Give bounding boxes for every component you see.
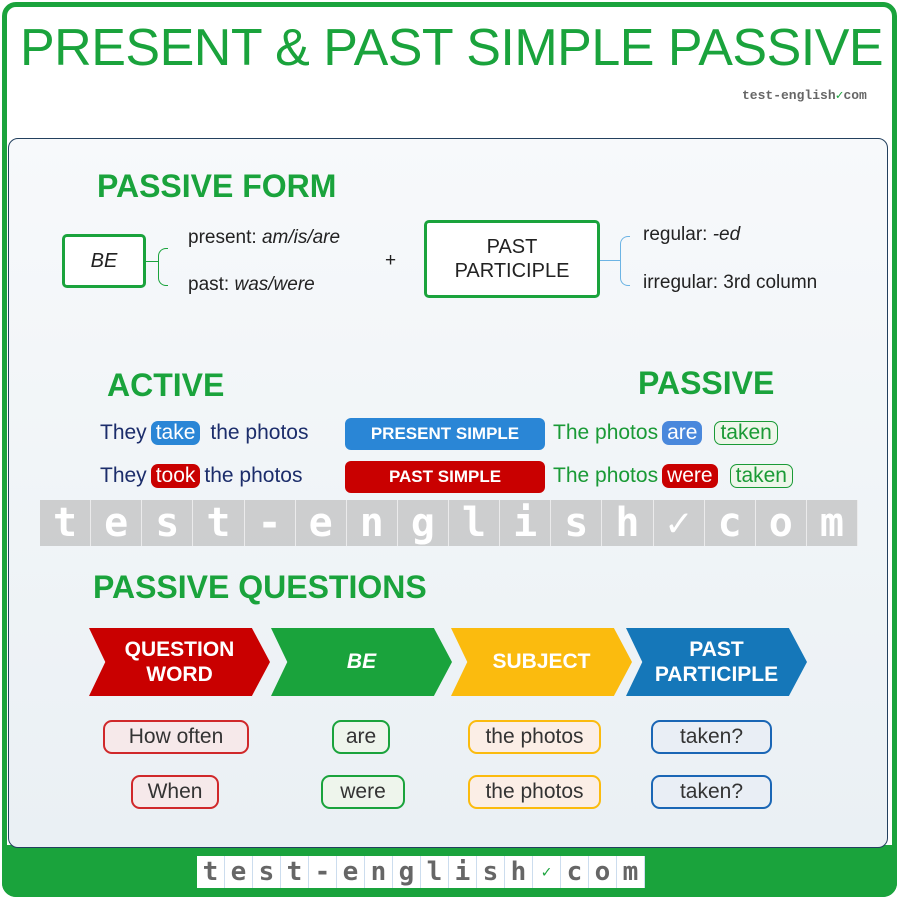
be-chip: are xyxy=(662,421,703,445)
logo-letter: n xyxy=(365,856,393,888)
participle-pill: taken? xyxy=(651,775,772,809)
passive-questions-heading: PASSIVE QUESTIONS xyxy=(93,569,427,605)
be-pill: were xyxy=(321,775,405,809)
present-forms: present: am/is/are xyxy=(188,227,341,248)
chevron-subject: SUBJECT xyxy=(451,628,632,696)
participle-pill: taken? xyxy=(651,720,772,754)
logo-letter: n xyxy=(347,500,398,546)
active-row-past: They took the photos xyxy=(100,464,302,488)
logo-letter: e xyxy=(296,500,347,546)
logo-letter: t xyxy=(40,500,92,546)
logo-letter: l xyxy=(421,856,449,888)
logo-letter: t xyxy=(197,856,225,888)
irregular-form: irregular: 3rd column xyxy=(643,272,818,293)
object: the photos xyxy=(210,421,309,444)
logo-letter: e xyxy=(337,856,365,888)
logo-letter: e xyxy=(225,856,253,888)
logo-letter: i xyxy=(449,856,477,888)
logo-letter: i xyxy=(500,500,552,546)
subject-pill: the photos xyxy=(468,720,601,754)
logo-letter: m xyxy=(807,500,858,546)
passive-form-heading: PASSIVE FORM xyxy=(97,168,337,204)
check-icon: ✓ xyxy=(533,856,561,888)
logo-letter: - xyxy=(309,856,337,888)
object: the photos xyxy=(204,464,303,487)
question-word-pill: How often xyxy=(103,720,249,754)
logo-letter: t xyxy=(281,856,309,888)
be-box: BE xyxy=(62,234,146,288)
question-word-pill: When xyxy=(131,775,219,809)
logo-letter: g xyxy=(393,856,421,888)
verb-chip: took xyxy=(150,464,201,488)
logo-letter: s xyxy=(477,856,505,888)
logo-letter: g xyxy=(398,500,449,546)
past-participle-box: PAST PARTICIPLE xyxy=(424,220,600,298)
brace xyxy=(158,248,168,286)
logo-letter: s xyxy=(253,856,281,888)
check-icon: ✓ xyxy=(654,500,705,546)
active-heading: ACTIVE xyxy=(107,367,225,403)
chevron-question-word: QUESTION WORD xyxy=(89,628,270,696)
past-simple-label: PAST SIMPLE xyxy=(345,461,545,493)
connector xyxy=(146,261,158,262)
subject-pill: the photos xyxy=(468,775,601,809)
past-forms: past: was/were xyxy=(188,274,315,295)
logo-letter: t xyxy=(193,500,245,546)
participle-chip: taken xyxy=(729,464,793,488)
logo-letter: l xyxy=(449,500,501,546)
brace xyxy=(620,236,630,286)
subject: They xyxy=(100,464,147,487)
brand-logo: test-english✓com xyxy=(742,88,867,104)
logo-letter: o xyxy=(756,500,807,546)
logo-letter: s xyxy=(551,500,603,546)
logo-letter: - xyxy=(245,500,296,546)
logo-letter: e xyxy=(91,500,143,546)
logo-letter: h xyxy=(505,856,533,888)
subject: The photos xyxy=(553,421,659,444)
active-row-present: They take the photos xyxy=(100,421,308,445)
plus-sign: + xyxy=(385,250,397,271)
brand-text: test-english xyxy=(742,88,836,103)
subject: They xyxy=(100,421,147,444)
check-icon: ✓ xyxy=(835,88,844,103)
passive-row-present: The photos are taken xyxy=(553,421,778,445)
connector xyxy=(600,260,620,261)
subject: The photos xyxy=(553,464,659,487)
present-simple-label: PRESENT SIMPLE xyxy=(345,418,545,450)
passive-row-past: The photos were taken xyxy=(553,464,793,488)
regular-form: regular: -ed xyxy=(643,224,741,245)
logo-letter: c xyxy=(705,500,756,546)
verb-chip: take xyxy=(150,421,201,445)
participle-chip: taken xyxy=(714,421,778,445)
be-chip: were xyxy=(662,464,718,488)
chevron-past-participle: PAST PARTICIPLE xyxy=(626,628,807,696)
chevron-be: BE xyxy=(271,628,452,696)
logo-letter: m xyxy=(617,856,645,888)
logo-letter: c xyxy=(561,856,589,888)
logo-letter: h xyxy=(602,500,654,546)
brand-suffix: com xyxy=(843,88,867,103)
be-pill: are xyxy=(332,720,390,754)
logo-letter: o xyxy=(589,856,617,888)
page-title: PRESENT & PAST SIMPLE PASSIVE xyxy=(20,19,884,77)
logo-letter: s xyxy=(142,500,194,546)
passive-heading: PASSIVE xyxy=(638,365,775,401)
